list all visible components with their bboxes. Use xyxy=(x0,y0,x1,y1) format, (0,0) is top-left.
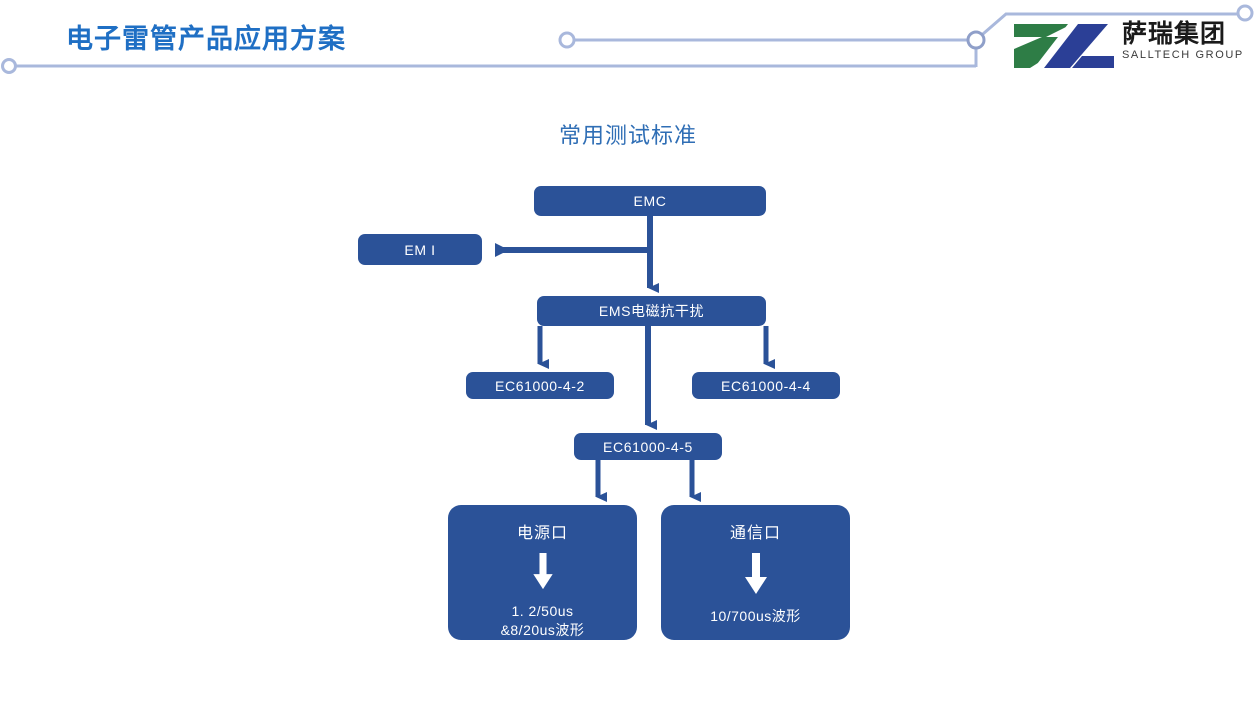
down-arrow-icon xyxy=(532,553,553,590)
page-header: 电子雷管产品应用方案 萨瑞集团 SALLTECH GROUP xyxy=(0,0,1256,90)
flow-node-comm-port[interactable]: 通信口 10/700us波形 xyxy=(661,505,850,640)
power-port-line2: &8/20us波形 xyxy=(500,622,585,638)
comm-port-line1: 10/700us波形 xyxy=(710,608,801,624)
salltech-logo-mark xyxy=(1014,24,1114,68)
flow-node-power-port[interactable]: 电源口 1. 2/50us &8/20us波形 xyxy=(448,505,637,640)
power-port-line1: 1. 2/50us xyxy=(511,603,574,619)
down-arrow-icon xyxy=(744,553,767,594)
slide-title: 常用测试标准 xyxy=(558,123,697,148)
flow-node-iec61000-4-5[interactable]: EC61000-4-5 xyxy=(574,433,722,460)
logo-name-en: SALLTECH GROUP xyxy=(1122,49,1244,61)
flow-node-iec61000-4-4[interactable]: EC61000-4-4 xyxy=(692,372,840,399)
flow-node-ems[interactable]: EMS电磁抗干扰 xyxy=(537,296,766,326)
power-port-title: 电源口 xyxy=(516,525,568,542)
flow-node-emc[interactable]: EMC xyxy=(534,186,766,216)
comm-port-title: 通信口 xyxy=(729,525,781,542)
page-title: 电子雷管产品应用方案 xyxy=(66,24,346,54)
company-logo: 萨瑞集团 SALLTECH GROUP xyxy=(1012,18,1244,74)
flow-node-iec61000-4-2[interactable]: EC61000-4-2 xyxy=(466,372,614,399)
logo-name-cn: 萨瑞集团 xyxy=(1122,20,1227,48)
flow-node-emi[interactable]: EM I xyxy=(358,234,482,265)
logo-wordmark: 萨瑞集团 SALLTECH GROUP xyxy=(1122,20,1246,62)
